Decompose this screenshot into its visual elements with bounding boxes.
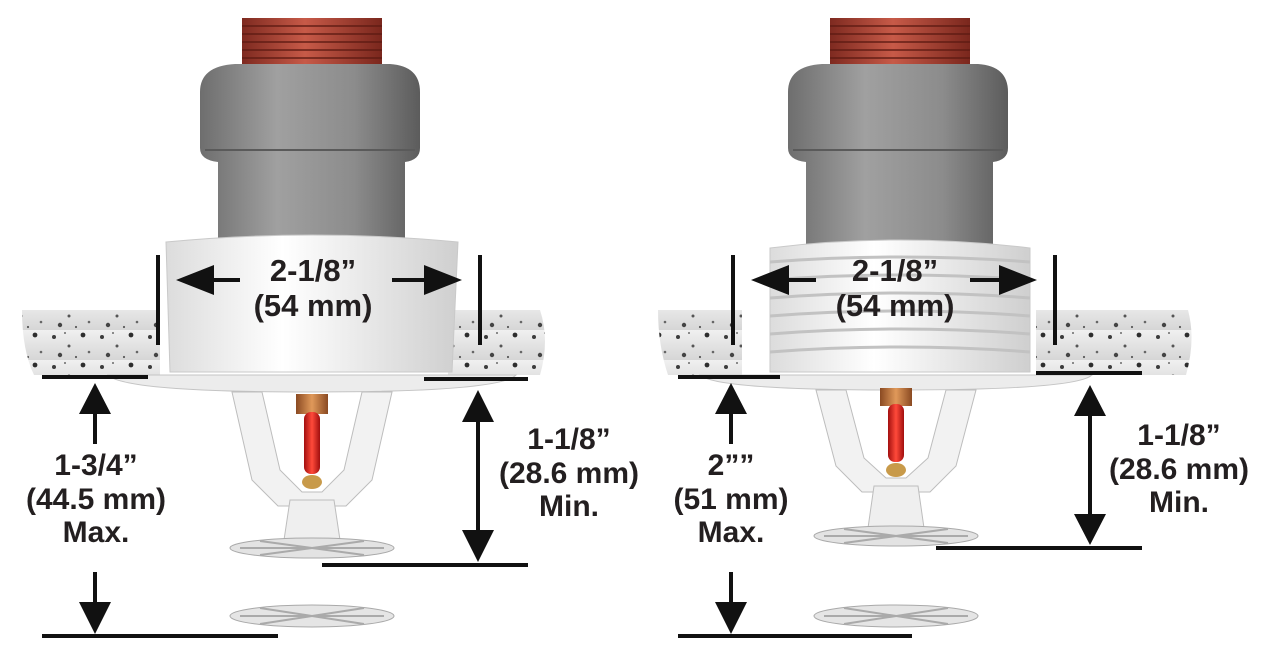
left-width-imperial: 2-1/8”	[269, 253, 357, 288]
right-dimension-lines	[678, 255, 1142, 638]
right-min-imperial: 1-1/8”	[1137, 419, 1221, 452]
left-escutcheon-flange	[106, 374, 518, 393]
right-ceiling-slab-right	[1036, 310, 1192, 375]
right-width-label: 2-1/8” (54 mm)	[810, 253, 980, 323]
left-min-label: 1-1/8” (28.6 mm) Min.	[484, 423, 654, 524]
left-escutcheon-cup	[165, 234, 459, 373]
right-max-metric: (51 mm)	[673, 482, 789, 516]
left-assembly	[22, 18, 545, 638]
left-max-metric: (44.5 mm)	[25, 482, 167, 516]
left-min-word: Min.	[539, 490, 599, 524]
left-width-label: 2-1/8” (54 mm)	[228, 253, 398, 323]
right-escutcheon-threaded	[769, 239, 1031, 373]
left-max-word: Max.	[62, 516, 130, 550]
right-deflector-lowered	[813, 604, 979, 628]
right-max-label: 2”” (51 mm) Max.	[660, 449, 802, 550]
right-max-imperial: 2””	[707, 449, 755, 482]
left-max-imperial: 1-3/4”	[54, 449, 138, 482]
left-pipe-thread	[242, 18, 382, 70]
left-min-metric: (28.6 mm)	[498, 456, 640, 490]
left-width-metric: (54 mm)	[253, 287, 373, 323]
left-min-imperial: 1-1/8”	[527, 423, 611, 456]
right-min-word: Min.	[1149, 486, 1209, 520]
right-ceiling-slab	[658, 310, 742, 375]
left-max-label: 1-3/4” (44.5 mm) Max.	[14, 449, 178, 550]
left-sprinkler	[229, 391, 395, 559]
left-ceiling-slab-right	[448, 310, 545, 375]
right-assembly	[658, 18, 1192, 638]
right-min-label: 1-1/8” (28.6 mm) Min.	[1096, 419, 1262, 520]
right-min-metric: (28.6 mm)	[1108, 452, 1250, 486]
right-pipe-thread	[830, 18, 970, 70]
right-sprinkler	[813, 388, 979, 547]
left-dimension-lines	[42, 255, 528, 638]
left-deflector-lowered	[229, 604, 395, 628]
right-width-metric: (54 mm)	[835, 287, 955, 323]
right-width-imperial: 2-1/8”	[851, 253, 939, 288]
left-ceiling-slab	[22, 310, 160, 375]
right-max-word: Max.	[697, 516, 765, 550]
right-fitting-hex	[788, 64, 1008, 250]
left-fitting-hex	[200, 64, 420, 250]
